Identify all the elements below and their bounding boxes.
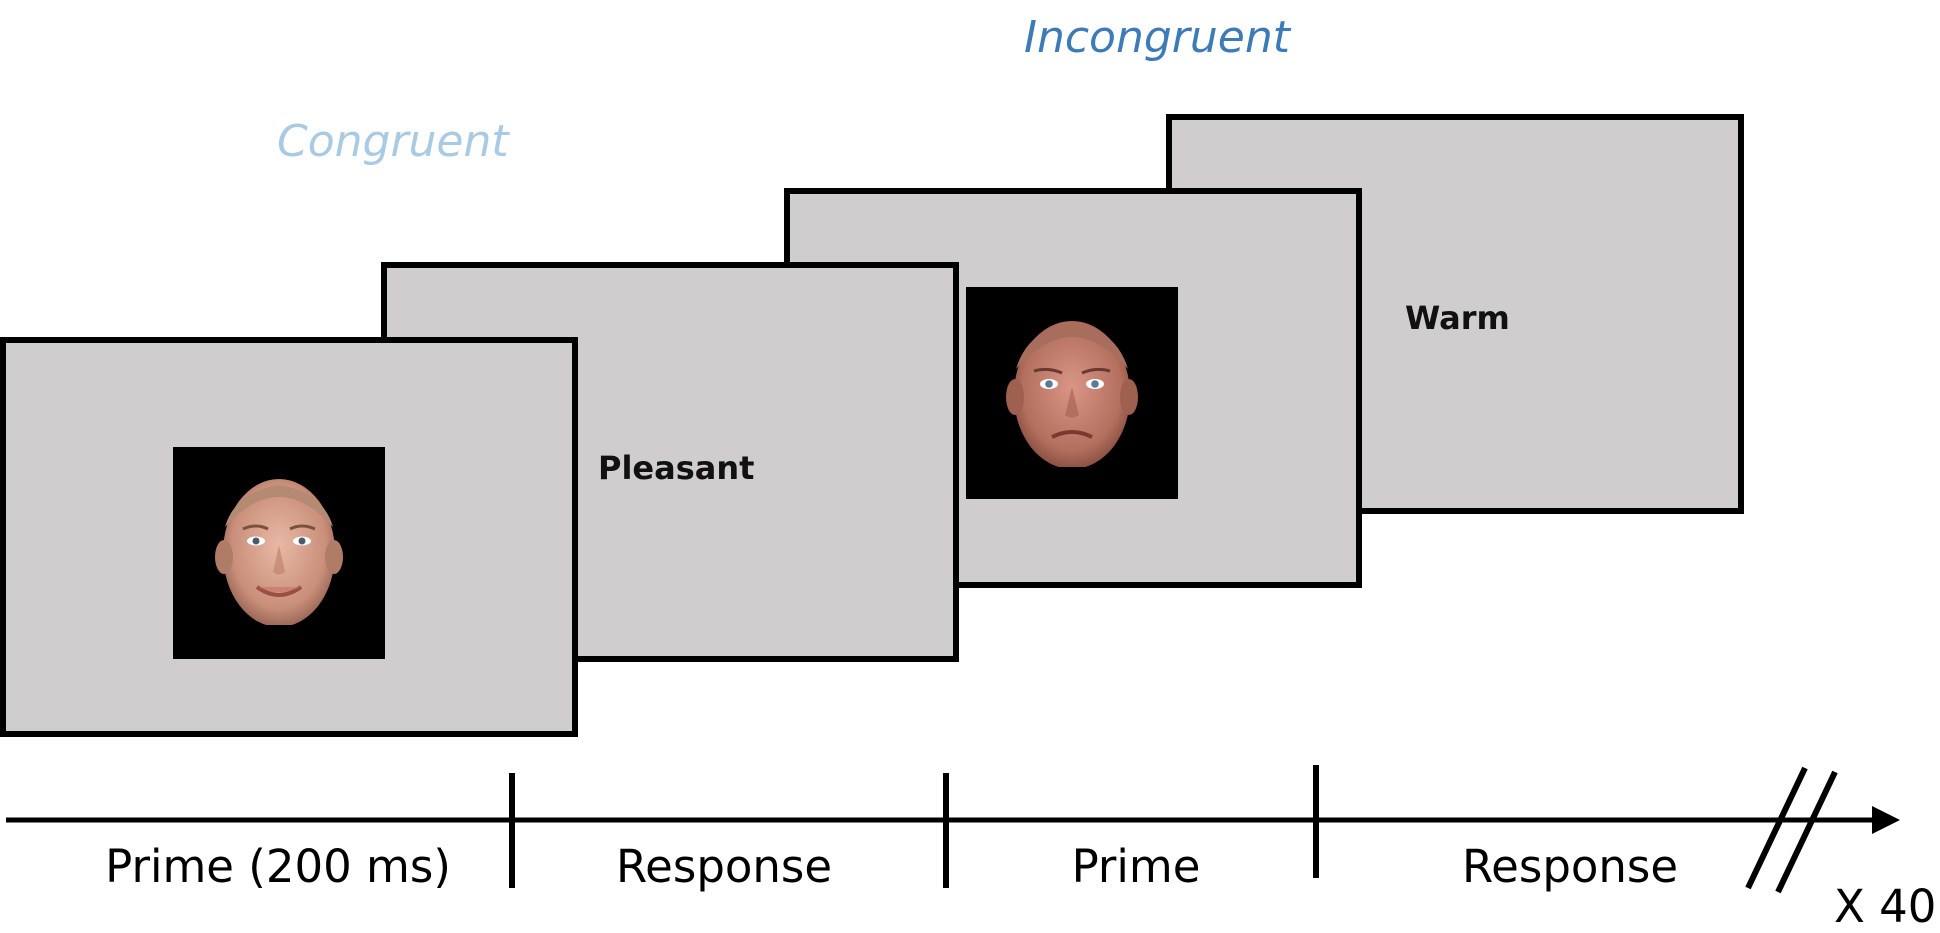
- condition-label-congruent: Congruent: [277, 116, 509, 167]
- timeline-break-mark-1: [1745, 766, 1808, 890]
- phase-label-prime-200ms: Prime (200 ms): [105, 840, 451, 893]
- timeline-break-mark-2: [1775, 770, 1838, 894]
- phase-label-response-1: Response: [615, 840, 833, 893]
- timeline-axis: [6, 765, 1900, 894]
- target-word-warm: Warm: [1405, 299, 1510, 337]
- face-stimulus-frowning: [966, 287, 1178, 499]
- phase-label-prime: Prime: [1071, 840, 1201, 893]
- timeline-arrowhead-icon: [1872, 806, 1900, 834]
- prime-screen-congruent: [0, 337, 578, 737]
- phase-label-response-2: Response: [1461, 840, 1679, 893]
- target-word-pleasant: Pleasant: [598, 449, 755, 487]
- repeat-count-label: X 40: [1834, 880, 1937, 933]
- face-stimulus-smiling: [173, 447, 385, 659]
- condition-label-incongruent: Incongruent: [1024, 12, 1290, 63]
